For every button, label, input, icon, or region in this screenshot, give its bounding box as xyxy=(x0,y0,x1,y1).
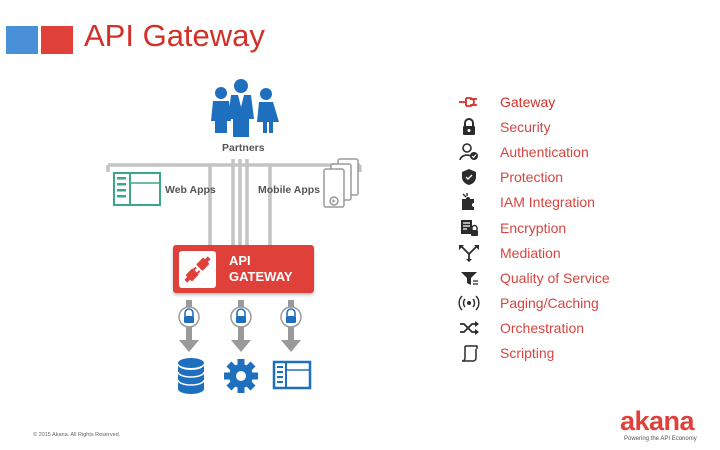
feature-label: Scripting xyxy=(500,345,555,362)
shuffle-icon xyxy=(458,319,480,337)
database-icon xyxy=(177,358,205,394)
api-gateway-label: API GATEWAY xyxy=(229,253,293,285)
funnel-icon xyxy=(458,269,480,287)
feature-item-security: Security xyxy=(458,114,698,139)
feature-label: Security xyxy=(500,118,551,135)
mobile-apps-label: Mobile Apps xyxy=(258,184,321,196)
akana-logo: akana Powering the API Economy xyxy=(618,406,714,448)
feature-item-mediation: Mediation xyxy=(458,240,698,265)
application-window-icon xyxy=(272,360,312,390)
connector-lines xyxy=(106,159,362,245)
api-gateway-label-line1: API xyxy=(229,253,251,268)
logo-tagline: Powering the API Economy xyxy=(624,436,697,442)
diagram-graphics xyxy=(106,79,362,394)
page-title: API Gateway xyxy=(84,18,265,53)
header-red-square xyxy=(41,26,73,54)
feature-label: Mediation xyxy=(500,244,561,261)
feature-label: Protection xyxy=(500,169,564,186)
copyright-notice: © 2015 Akana. All Rights Reserved. xyxy=(33,432,121,438)
feature-list: Gateway Security Authentication Protecti… xyxy=(458,89,698,366)
script-icon xyxy=(458,344,480,363)
plug-icon xyxy=(179,251,216,288)
feature-label: IAM Integration xyxy=(500,194,595,211)
web-apps-label: Web Apps xyxy=(165,184,216,196)
feature-item-encryption: Encryption xyxy=(458,215,698,240)
gear-icon xyxy=(224,359,258,393)
feature-item-quality-of-service: Quality of Service xyxy=(458,265,698,290)
padlock-icon xyxy=(458,117,480,136)
feature-label: Paging/Caching xyxy=(500,295,599,312)
shield-icon xyxy=(458,168,480,186)
logo-wordmark: akana xyxy=(620,406,695,436)
broadcast-icon xyxy=(458,294,480,312)
feature-label: Encryption xyxy=(500,219,567,236)
header-blue-square xyxy=(6,26,38,54)
mobile-apps-icon xyxy=(323,158,359,208)
feature-item-gateway: Gateway xyxy=(458,89,698,114)
feature-item-paging-caching: Paging/Caching xyxy=(458,291,698,316)
user-check-icon xyxy=(458,143,480,161)
api-gateway-box: API GATEWAY xyxy=(173,245,314,293)
architecture-diagram: Partners Web Apps Mobile Apps API GATEWA… xyxy=(106,79,362,394)
feature-label: Gateway xyxy=(500,93,556,110)
lock-badges xyxy=(178,306,302,328)
partners-icon xyxy=(211,79,279,137)
feature-label: Authentication xyxy=(500,143,589,160)
feature-item-scripting: Scripting xyxy=(458,341,698,366)
feature-item-authentication: Authentication xyxy=(458,139,698,164)
feature-item-protection: Protection xyxy=(458,165,698,190)
feature-label: Quality of Service xyxy=(500,269,610,286)
plug-icon xyxy=(458,93,480,111)
feature-label: Orchestration xyxy=(500,320,585,337)
partners-label: Partners xyxy=(222,142,265,154)
puzzle-icon xyxy=(458,193,480,211)
mediation-arrows-icon xyxy=(458,244,480,262)
web-apps-icon xyxy=(113,172,161,206)
feature-item-orchestration: Orchestration xyxy=(458,316,698,341)
feature-item-iam-integration: IAM Integration xyxy=(458,190,698,215)
encrypted-document-icon xyxy=(458,219,480,237)
api-gateway-label-line2: GATEWAY xyxy=(229,269,293,284)
